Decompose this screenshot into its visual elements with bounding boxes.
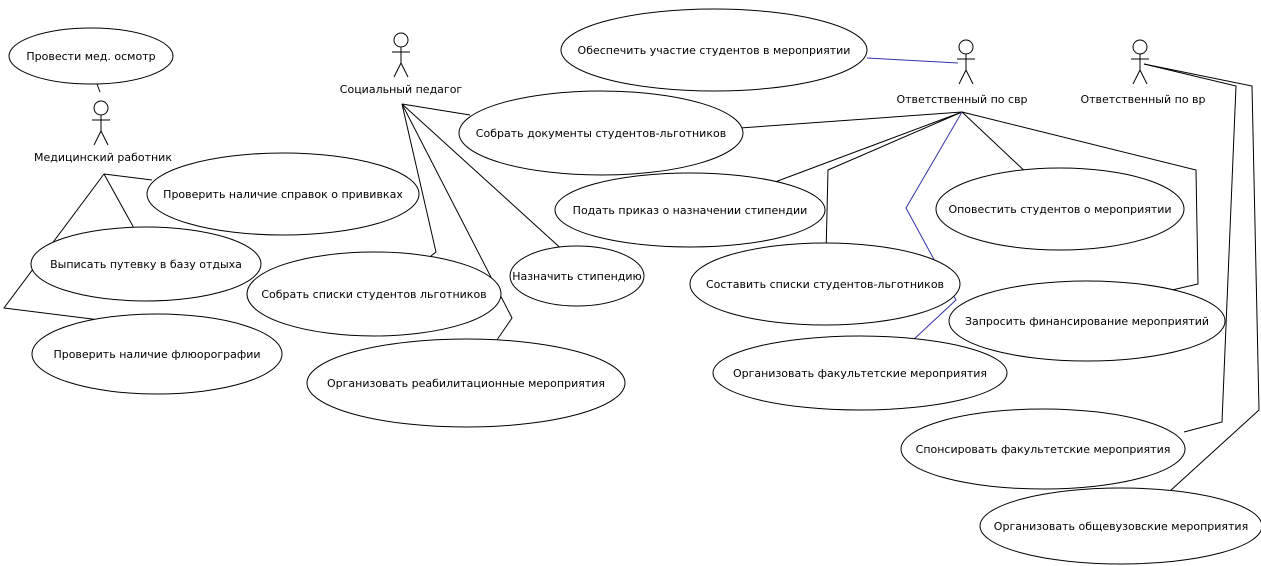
use-case-label: Проверить наличие справок о прививках <box>163 188 403 201</box>
use-case-organize-rehab[interactable]: Организовать реабилитационные мероприяти… <box>306 338 626 428</box>
use-case-label: Проверить наличие флюорографии <box>53 348 260 361</box>
use-case-label: Собрать списки студентов льготников <box>261 288 486 301</box>
use-case-organize-faculty[interactable]: Организовать факультетские мероприятия <box>712 335 1008 411</box>
actor-social-teacher[interactable]: Социальный педагог <box>340 32 463 96</box>
use-case-med-exam[interactable]: Провести мед. осмотр <box>8 27 174 85</box>
use-case-label: Организовать факультетские мероприятия <box>733 367 987 380</box>
assoc-svr-notify <box>961 111 1031 177</box>
use-case-label: Оповестить студентов о мероприятии <box>948 203 1171 216</box>
actor-label: Ответственный по свр <box>896 93 1027 106</box>
use-case-assign-scholarship[interactable]: Назначить стипендию <box>509 245 645 307</box>
stick-figure-icon <box>1131 39 1149 85</box>
use-case-organize-university[interactable]: Организовать общевузовские мероприятия <box>979 487 1261 565</box>
use-case-compose-lists[interactable]: Составить списки студентов-льготников <box>689 242 961 326</box>
use-case-label: Провести мед. осмотр <box>26 50 155 63</box>
assoc-social-documents <box>401 103 471 116</box>
use-case-label: Спонсировать факультетские мероприятия <box>916 443 1171 456</box>
assoc-svr-funding <box>961 111 1199 291</box>
assoc-med-vaccination <box>103 173 153 181</box>
actor-responsible-vr[interactable]: Ответственный по вр <box>1080 39 1206 106</box>
use-case-submit-order[interactable]: Подать приказ о назначении стипендии <box>554 172 826 248</box>
use-case-label: Подать приказ о назначении стипендии <box>573 204 808 217</box>
use-case-issue-voucher[interactable]: Выписать путевку в базу отдыха <box>30 226 262 302</box>
assoc-med-exam <box>96 83 101 93</box>
associations <box>3 57 1260 492</box>
actor-medical-worker[interactable]: Медицинский работник <box>34 100 172 164</box>
use-case-label: Составить списки студентов-льготников <box>706 278 944 291</box>
use-case-collect-lists[interactable]: Собрать списки студентов льготников <box>246 251 502 337</box>
use-case-ensure-participation[interactable]: Обеспечить участие студентов в мероприят… <box>560 8 868 92</box>
use-case-check-vaccination[interactable]: Проверить наличие справок о прививках <box>146 152 420 236</box>
use-case-check-fluoro[interactable]: Проверить наличие флюорографии <box>31 313 283 395</box>
stick-figure-icon <box>957 39 975 85</box>
assoc-med-fluoro <box>3 173 105 321</box>
stick-figure-icon <box>392 32 410 78</box>
actor-label: Медицинский работник <box>34 151 172 164</box>
use-case-label: Обеспечить участие студентов в мероприят… <box>578 44 851 57</box>
assoc-svr-participation <box>866 57 959 64</box>
use-case-label: Выписать путевку в базу отдыха <box>50 258 242 271</box>
use-case-label: Организовать реабилитационные мероприяти… <box>327 377 605 390</box>
stick-figure-icon <box>92 100 110 146</box>
use-case-label: Собрать документы студентов-льготников <box>476 127 726 140</box>
use-case-sponsor-faculty[interactable]: Спонсировать факультетские мероприятия <box>900 408 1186 490</box>
assoc-svr-order <box>774 111 963 183</box>
assoc-vr-sponsor <box>1143 63 1237 433</box>
assoc-social-scholarship <box>401 103 567 254</box>
actor-responsible-svr[interactable]: Ответственный по свр <box>896 39 1028 106</box>
use-case-collect-documents[interactable]: Собрать документы студентов-льготников <box>458 90 744 176</box>
assoc-svr-organize-faculty <box>905 111 963 342</box>
actor-label: Социальный педагог <box>340 83 463 96</box>
actor-label: Ответственный по вр <box>1080 93 1205 106</box>
use-case-label: Назначить стипендию <box>512 270 642 283</box>
assoc-vr-university <box>1143 63 1260 492</box>
use-case-notify-students[interactable]: Оповестить студентов о мероприятии <box>935 167 1185 251</box>
use-case-label: Запросить финансирование мероприятий <box>965 315 1209 328</box>
use-case-request-funding[interactable]: Запросить финансирование мероприятий <box>948 280 1226 362</box>
assoc-svr-compose <box>825 111 963 256</box>
use-case-label: Организовать общевузовские мероприятия <box>994 520 1248 533</box>
assoc-svr-documents <box>739 111 963 129</box>
